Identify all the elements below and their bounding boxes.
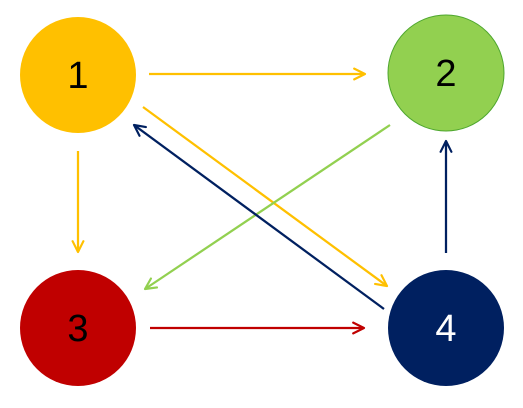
node-4-label: 4 (435, 308, 456, 350)
node-3-label: 3 (67, 308, 88, 350)
node-4: 4 (388, 270, 504, 386)
nodes-layer: 1 2 3 4 (20, 14, 505, 386)
node-1: 1 (20, 17, 136, 133)
node-2: 2 (387, 14, 505, 132)
node-3: 3 (20, 270, 136, 386)
node-4-circle (388, 270, 504, 386)
node-2-label: 2 (435, 53, 456, 95)
edge-4-to-1 (132, 123, 385, 310)
node-1-circle (20, 17, 136, 133)
node-3-circle (20, 270, 136, 386)
edge-1-to-4 (142, 106, 389, 288)
edge-2-to-3 (143, 124, 391, 291)
node-2-circle (387, 14, 505, 132)
edges-layer (71, 67, 453, 335)
node-1-label: 1 (67, 55, 88, 97)
